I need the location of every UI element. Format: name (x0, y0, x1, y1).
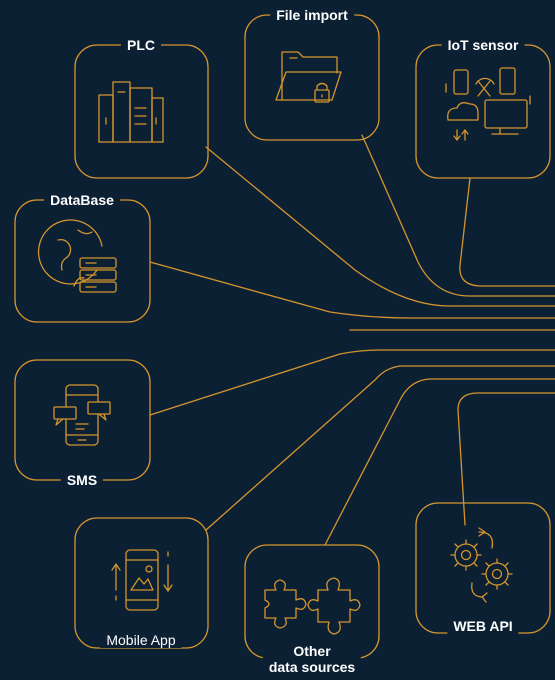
server-rack-icon (98, 81, 164, 143)
connector-file (361, 134, 555, 297)
connector-db (149, 261, 555, 319)
connector-mobile (205, 365, 555, 531)
iot-sensor-box (415, 44, 551, 179)
globe-database-icon (37, 219, 117, 293)
puzzle-icon (264, 577, 361, 635)
other-label-line2: data sources (268, 659, 356, 675)
connector-webapi (457, 392, 555, 526)
mobile-app-box (74, 517, 209, 649)
mobile-app-icon (111, 549, 173, 611)
sms-box (14, 359, 151, 481)
folder-lock-icon (275, 51, 342, 103)
file-import-label: File import (270, 7, 354, 23)
connector-other (324, 378, 555, 546)
web-api-label: WEB API (447, 618, 519, 634)
iot-sensor-label: IoT sensor (441, 37, 525, 53)
mobile-app-label: Mobile App (100, 632, 182, 648)
other-label: Other data sources (262, 643, 362, 675)
plc-label: PLC (121, 37, 161, 53)
connector-plc (205, 146, 555, 307)
file-import-box (244, 14, 380, 141)
other-label-line1: Other (293, 643, 331, 659)
connector-sms (149, 349, 555, 416)
database-label: DataBase (44, 192, 120, 208)
phone-chat-icon (53, 384, 111, 446)
web-api-box (415, 502, 551, 634)
sms-label: SMS (60, 472, 104, 488)
plc-box (74, 44, 209, 179)
database-box (14, 199, 151, 323)
gears-cycle-icon (450, 527, 513, 603)
connector-iot (459, 177, 555, 287)
iot-devices-icon (445, 67, 531, 141)
